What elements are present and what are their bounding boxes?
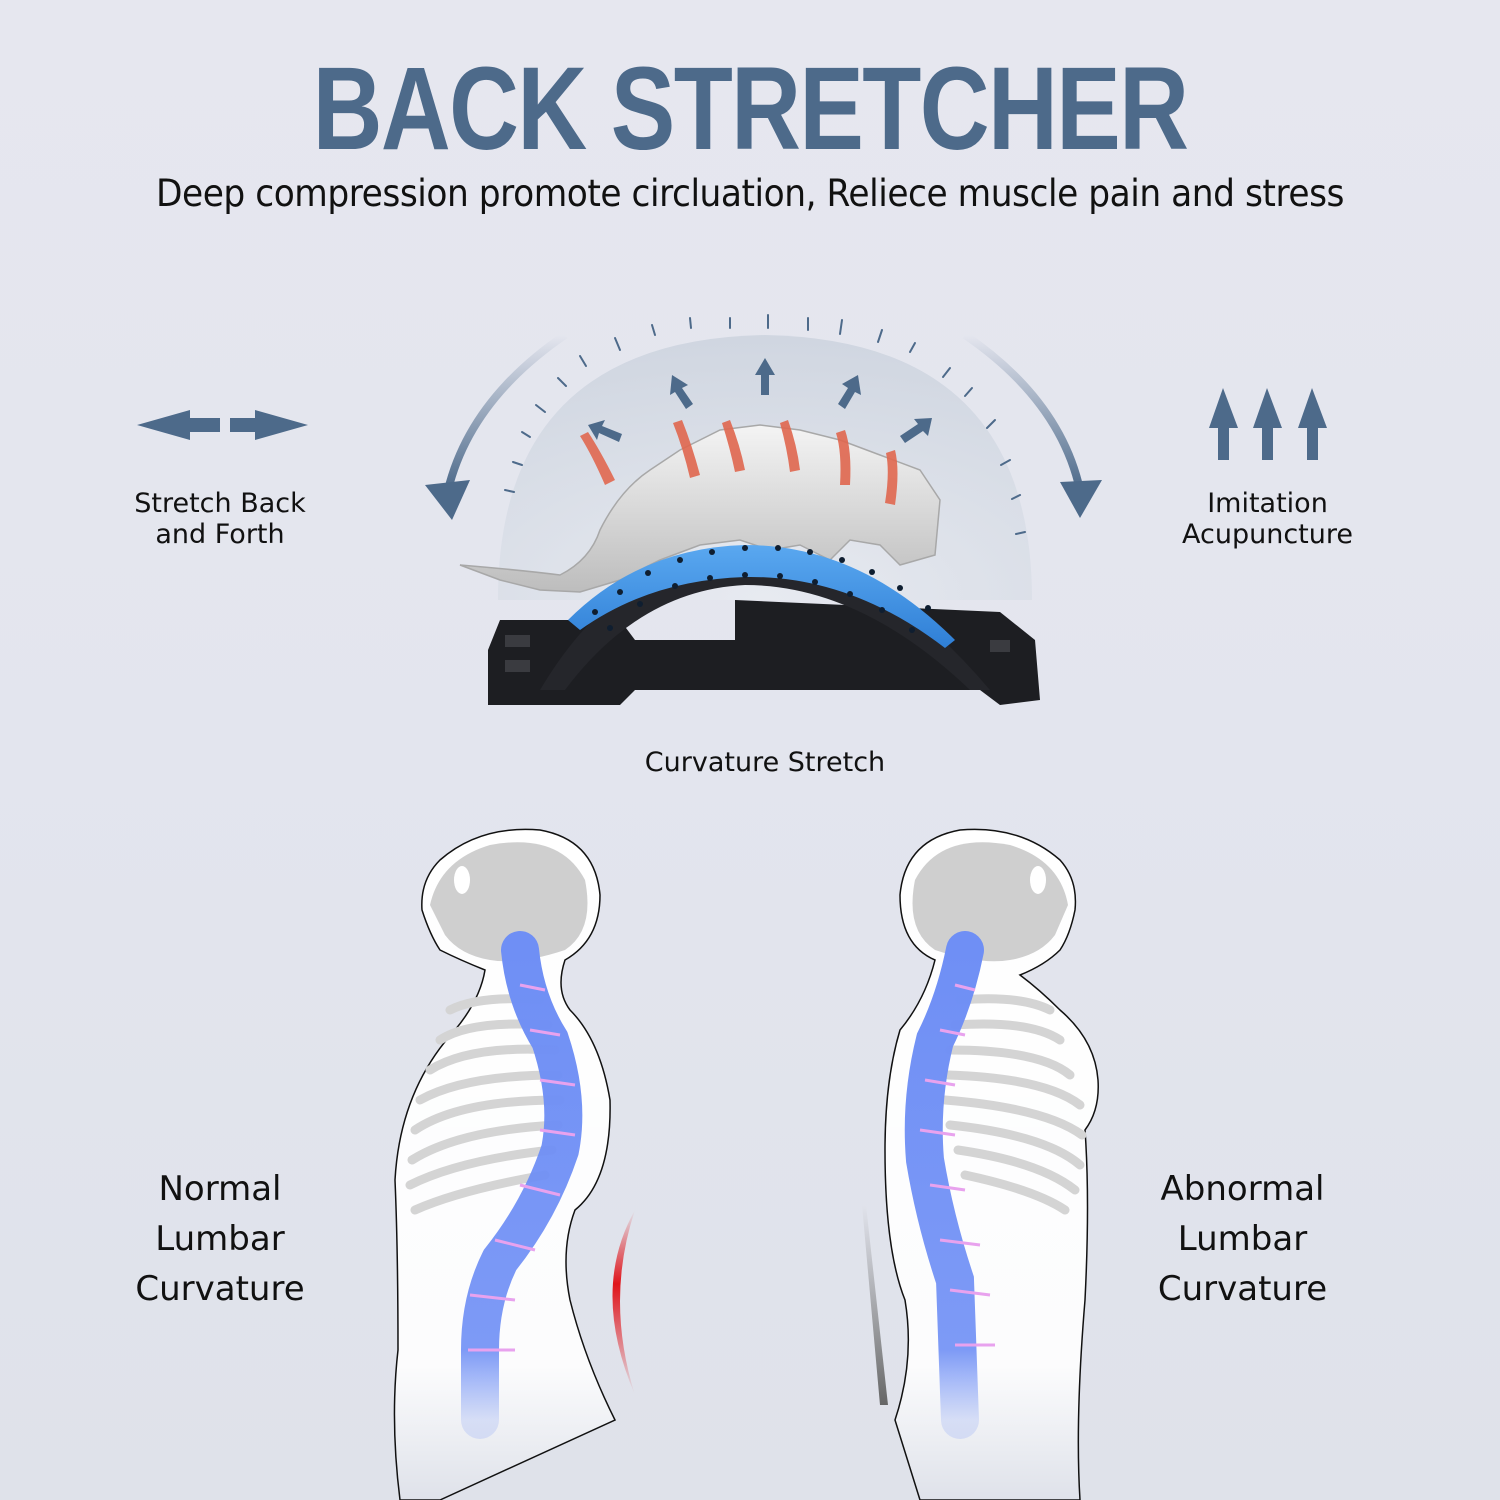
abnormal-label-line2: Lumbar (1177, 1219, 1308, 1259)
feature-curvature-label: Curvature Stretch (644, 747, 886, 778)
page-subtitle: Deep compression promote circluation, Re… (155, 172, 1345, 215)
abnormal-label-line3: Curvature (1157, 1269, 1328, 1309)
normal-label-line3: Curvature (135, 1269, 305, 1309)
abnormal-lumbar-label: Abnormal Lumbar Curvature (1130, 1164, 1355, 1314)
abnormal-label-line1: Abnormal (1160, 1169, 1325, 1209)
feature-acupuncture-line2: Acupuncture (1182, 519, 1353, 550)
feature-stretch-line1: Stretch Back (134, 488, 306, 519)
abnormal-spine-figure (862, 828, 1099, 1500)
normal-label-line2: Lumbar (155, 1219, 285, 1259)
normal-curve-indicator (612, 1210, 635, 1395)
feature-acupuncture-label: Imitation Acupuncture (1155, 488, 1380, 550)
feature-stretch-label: Stretch Back and Forth (110, 488, 330, 550)
page-title: BACK STRETCHER (312, 43, 1189, 175)
normal-spine-figure (393, 828, 635, 1500)
normal-lumbar-label: Normal Lumbar Curvature (110, 1164, 330, 1314)
feature-stretch-line2: and Forth (155, 519, 285, 550)
normal-label-line1: Normal (158, 1169, 282, 1209)
feature-acupuncture-line1: Imitation (1207, 488, 1328, 519)
abnormal-curve-indicator (862, 1205, 888, 1405)
